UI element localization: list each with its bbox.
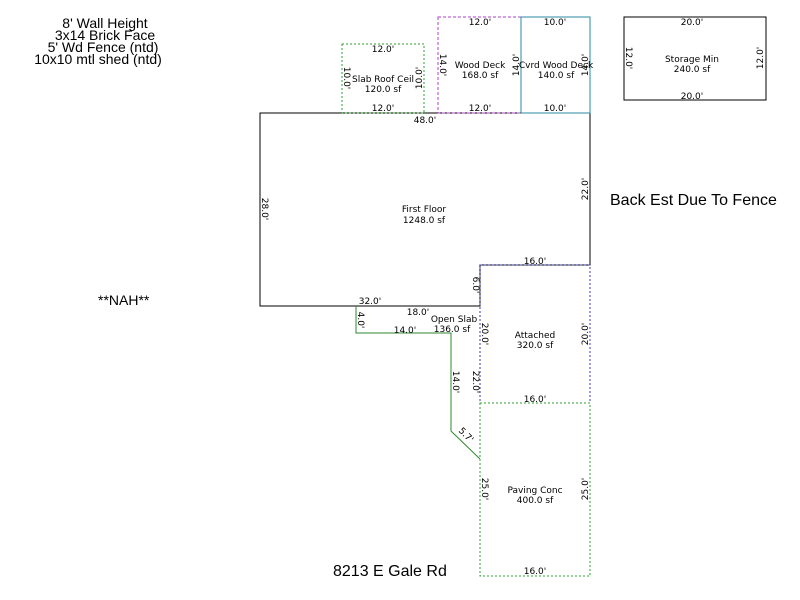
dim-storage-left: 12.0' [623,47,633,70]
dim-ff-top: 48.0' [414,116,437,126]
dim-ff-right: 22.0' [581,178,591,201]
shed-note: 10x10 mtl shed (ntd) [34,51,162,67]
first-floor-area: 1248.0 sf [403,216,446,226]
dim-storage-bottom: 20.0' [681,92,704,102]
dim-att-right: 20.0' [581,323,591,346]
dim-slab-bottom: 12.0' [372,104,395,114]
dim-ff-bottom: 32.0' [359,297,382,307]
storage-name: Storage Min [665,55,719,65]
dim-att-bottom: 16.0' [524,395,547,405]
fence-note: 5' Wd Fence (ntd) [47,39,159,55]
dim-deck-right: 14.0' [512,54,522,77]
dim-os-fourteen: 14.0' [394,326,417,336]
dim-cvrd-top: 10.0' [544,18,567,28]
open-slab-name: Open Slab [431,315,478,325]
slab-roof-outline [341,43,425,114]
covered-deck-outline [520,16,591,114]
attached-area: 320.0 sf [517,341,554,351]
dim-os-diag: 5.7' [456,426,475,445]
dim-slab-left: 10.0' [341,67,351,90]
dim-slab-top: 12.0' [372,45,395,55]
dim-cvrd-right: 14.0' [581,54,591,77]
back-estimate-note: Back Est Due To Fence [610,192,777,209]
wall-height-note: 8' Wall Height [62,15,148,31]
nah-note: **NAH** [98,292,150,308]
slab-roof-area: 120.0 sf [365,85,402,95]
covered-deck-area: 140.0 sf [538,71,575,81]
paving-name: Paving Conc [507,486,562,496]
wood-deck-name: Wood Deck [455,61,506,71]
wood-deck-area: 168.0 sf [462,71,499,81]
dim-storage-top: 20.0' [681,18,704,28]
brick-face-note: 3x14 Brick Face [54,27,156,43]
storage-outline [623,16,767,101]
dim-slab-right: 10.0' [415,67,425,90]
dim-os-vert: 14.0' [450,371,460,394]
dim-deck-bottom: 12.0' [469,104,492,114]
dim-pav-left: 25.0' [479,478,489,501]
covered-deck-name: Cvrd Wood Deck [519,61,594,71]
storage-area: 240.0 sf [674,65,711,75]
paving-area: 400.0 sf [517,496,554,506]
dim-cvrd-bottom: 10.0' [544,104,567,114]
dim-ff-step: 16.0' [524,257,547,267]
dim-os-right-a: 20.0' [479,323,489,346]
address-label: 8213 E Gale Rd [333,563,447,580]
dim-pav-right: 25.0' [581,478,591,501]
dim-os-right-b: 22.0' [470,371,480,394]
attached-name: Attached [515,331,555,341]
dim-os-top: 18.0' [407,308,430,318]
dim-ff-left: 28.0' [259,198,269,221]
dim-pav-bottom: 16.0' [524,567,547,577]
dim-deck-top: 12.0' [469,18,492,28]
dim-storage-right: 12.0' [756,47,766,70]
paving-outline [479,402,591,577]
open-slab-area: 136.0 sf [434,325,471,335]
dim-ff-six: 6.0' [470,277,480,294]
first-floor-name: First Floor [402,205,446,215]
slab-roof-name: Slab Roof Ceil [352,75,414,85]
dim-deck-left: 14.0' [437,54,447,77]
open-slab-outline [355,306,481,460]
dim-os-four: 4.0' [355,312,365,329]
